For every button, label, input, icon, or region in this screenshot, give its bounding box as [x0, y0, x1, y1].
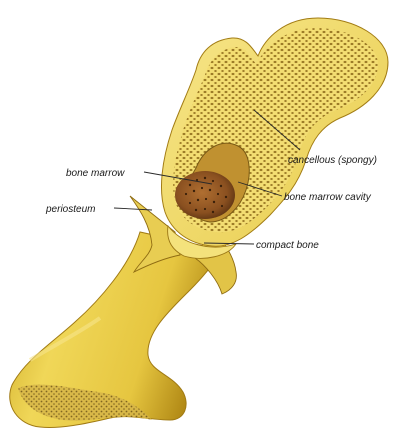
label-bone-marrow: bone marrow: [66, 168, 125, 179]
label-bone-marrow-cavity: bone marrow cavity: [284, 192, 372, 203]
label-cancellous: cancellous (spongy): [288, 155, 377, 166]
label-periosteum: periosteum: [45, 204, 95, 215]
label-compact-bone: compact bone: [256, 240, 319, 251]
